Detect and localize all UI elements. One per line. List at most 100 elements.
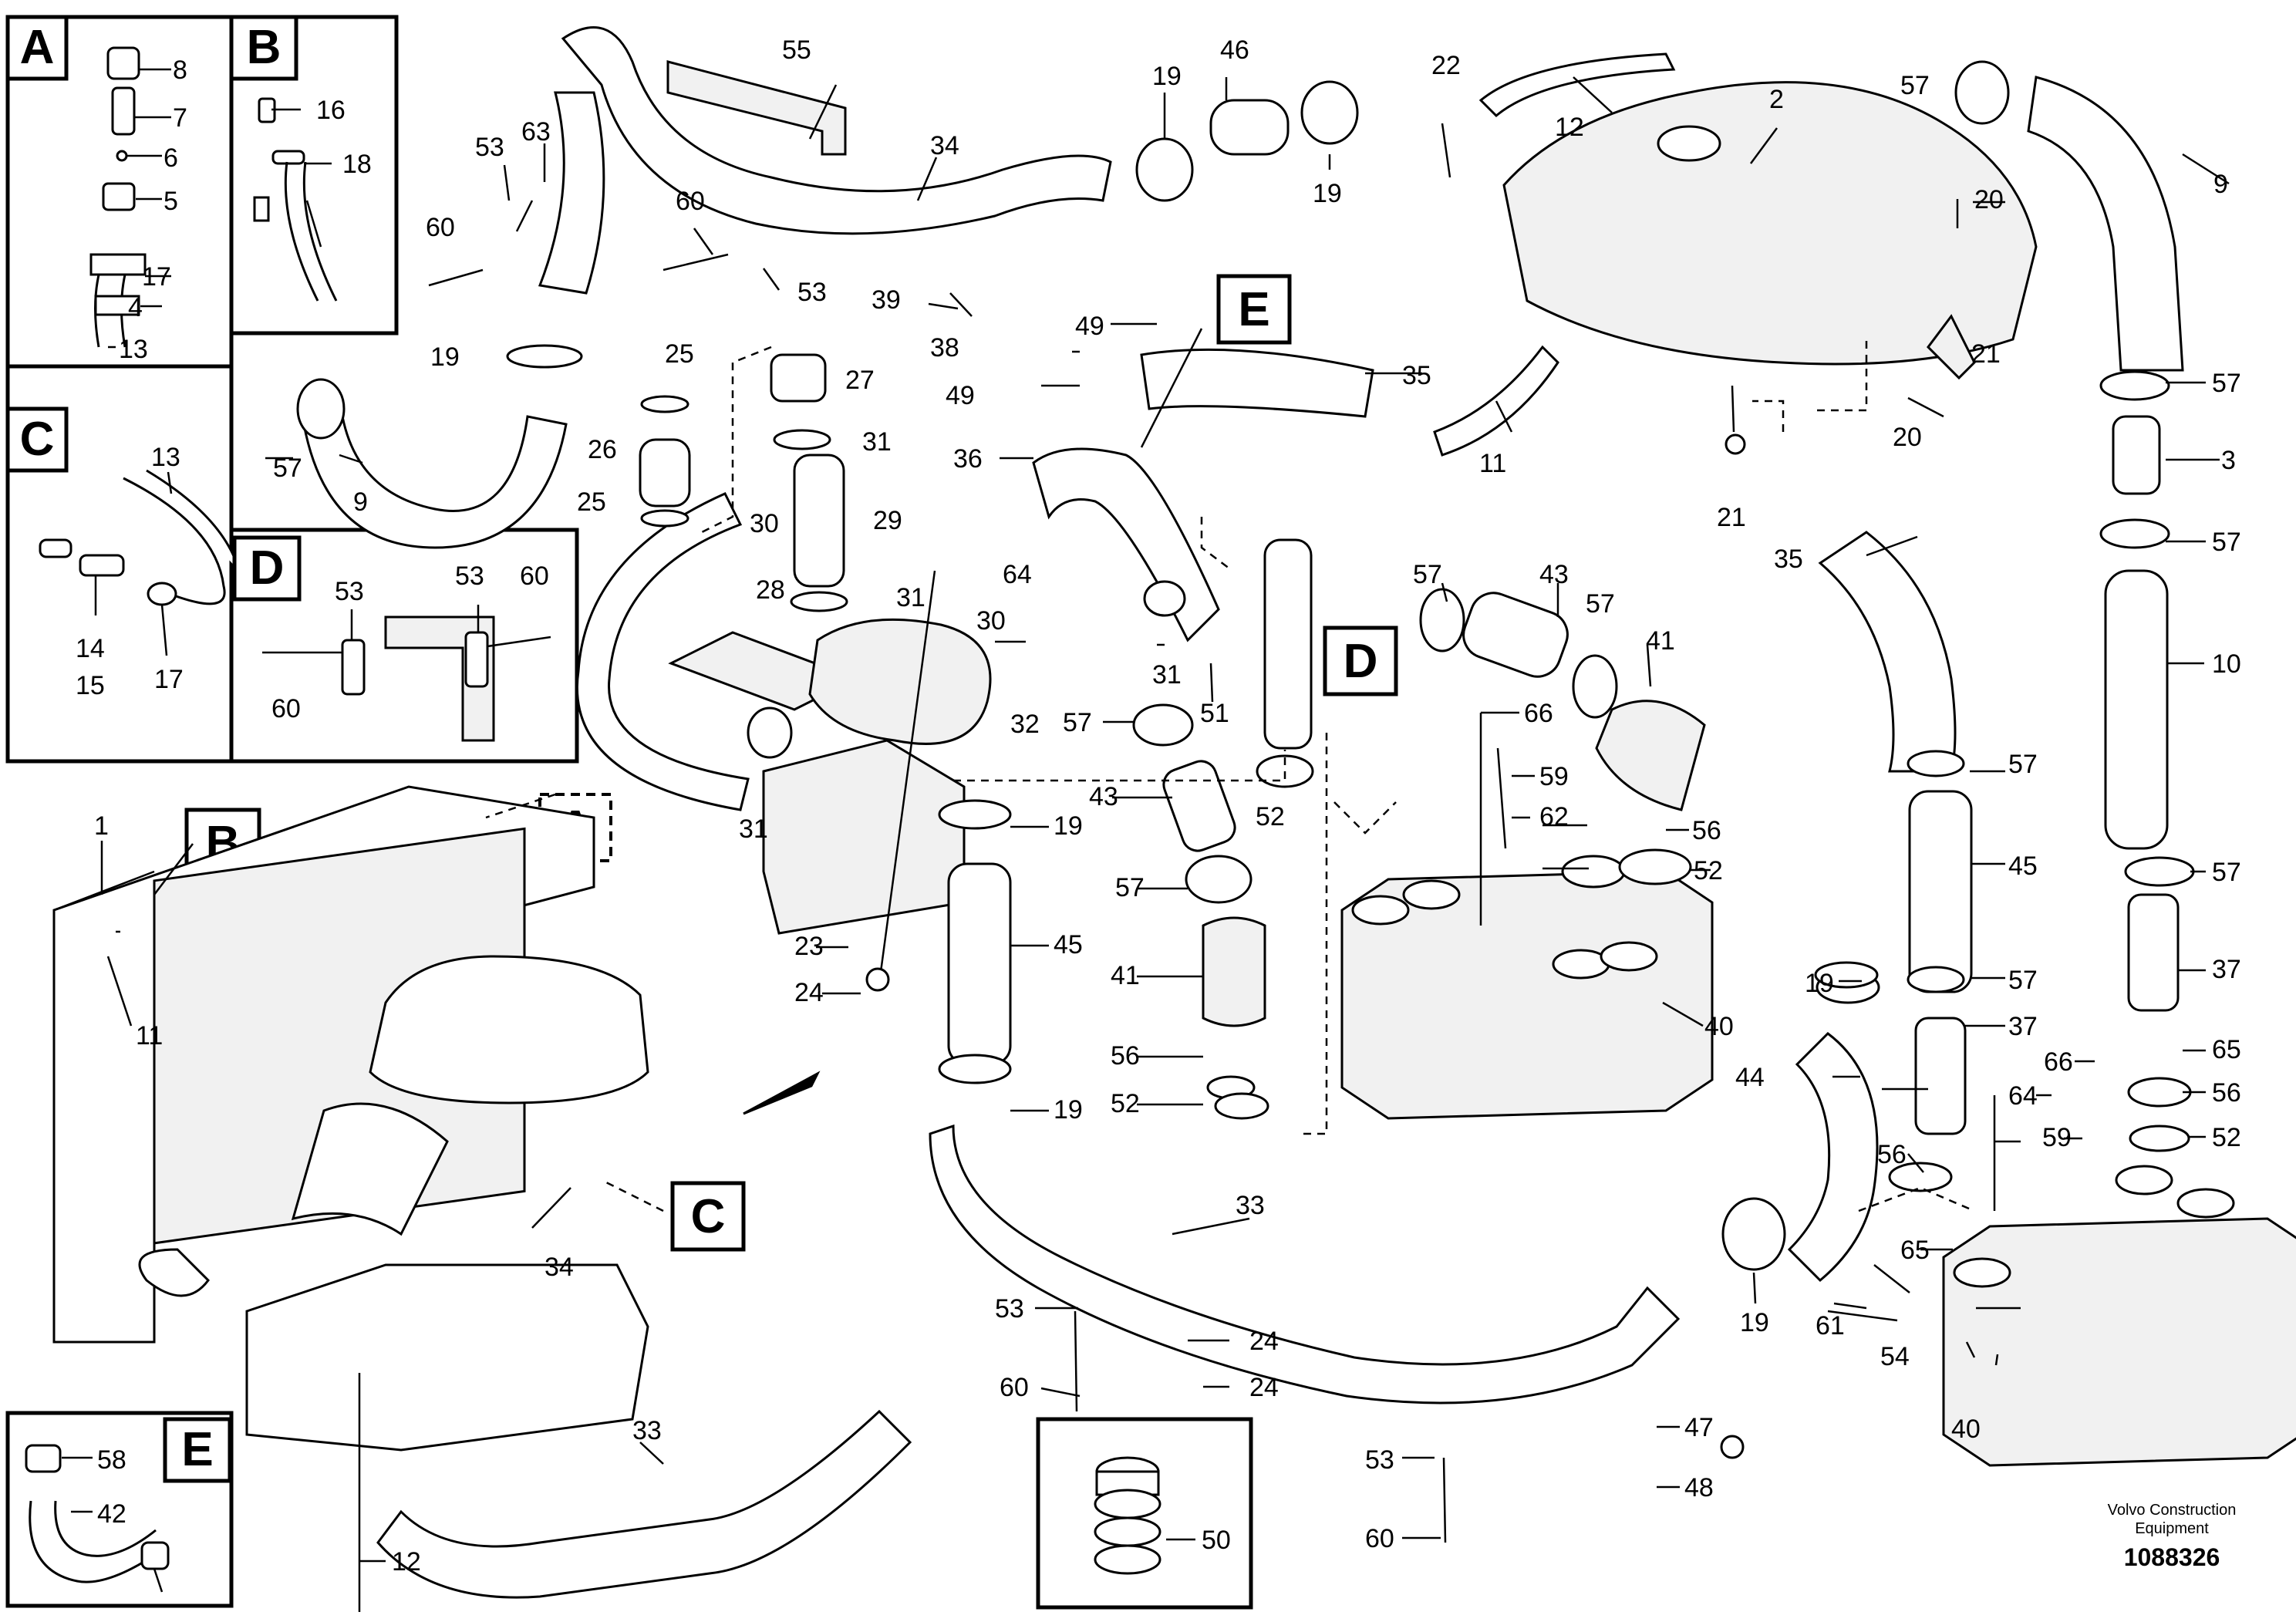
callout-56-mid: 56 (1111, 1041, 1140, 1071)
callout-7: 7 (173, 103, 187, 133)
callout-4: 4 (128, 293, 143, 322)
callout-29: 29 (873, 506, 902, 535)
callout-58: 58 (97, 1445, 126, 1475)
callout-21-r: 21 (1971, 339, 2001, 369)
callout-36: 36 (953, 444, 983, 474)
inset-a-parts (89, 46, 171, 349)
callout-19-left: 19 (430, 342, 460, 372)
drawing-number: 1088326 (2124, 1543, 2220, 1571)
callout-40-r: 40 (1951, 1415, 1981, 1444)
callout-47: 47 (1684, 1413, 1714, 1442)
callout-53-low2: 53 (1365, 1445, 1394, 1475)
callout-57-r6: 57 (2008, 966, 2038, 995)
ref-label-c: C (691, 1190, 726, 1243)
callout-17-c: 17 (154, 665, 184, 694)
callout-24-left: 24 (794, 978, 824, 1007)
callout-31-top: 31 (862, 427, 892, 457)
detail-label-e: E (181, 1423, 213, 1476)
pipework (302, 26, 2184, 1404)
callout-30-mid: 30 (976, 606, 1006, 636)
detail-letter-squares: A B C D E B A C E D (5, 15, 1398, 1483)
callout-37-r2: 37 (2008, 1012, 2038, 1041)
callout-60-d2: 60 (520, 561, 549, 591)
callout-10: 10 (2212, 649, 2241, 679)
callout-41-d: 41 (1646, 626, 1675, 656)
callout-57-r5: 57 (2212, 858, 2241, 887)
callout-45-mid: 45 (1054, 930, 1083, 959)
detail-insets (5, 15, 1253, 1610)
callout-59-d: 59 (1539, 762, 1569, 791)
callout-44: 44 (1735, 1063, 1765, 1092)
callout-48: 48 (1684, 1473, 1714, 1502)
callout-19-mid: 19 (1054, 811, 1083, 841)
callout-11-top: 11 (1479, 449, 1506, 478)
callout-65-r1: 65 (2212, 1035, 2241, 1064)
callout-18: 18 (342, 150, 372, 179)
callout-49-top: 49 (1075, 312, 1104, 341)
callout-62: 62 (1539, 802, 1569, 831)
callout-64-top: 64 (1003, 560, 1032, 589)
callout-57-d: 57 (1413, 560, 1442, 589)
callout-15: 15 (76, 671, 105, 700)
callout-24-low: 24 (1249, 1327, 1279, 1356)
callout-12-top: 12 (1555, 113, 1584, 142)
detail-label-d: D (250, 541, 285, 595)
callout-19-r: 19 (1805, 969, 1834, 998)
callout-35-top: 35 (1402, 361, 1431, 390)
callout-51: 51 (1200, 699, 1229, 728)
callout-14: 14 (76, 634, 105, 663)
callout-66-d: 66 (1524, 699, 1553, 728)
callout-59-r: 59 (2042, 1123, 2072, 1152)
callout-32: 32 (1010, 710, 1040, 739)
callout-25-bot: 25 (577, 487, 606, 517)
callout-24-low2: 24 (1249, 1373, 1279, 1402)
callout-16: 16 (316, 96, 346, 125)
callout-41-mid: 41 (1111, 961, 1140, 990)
leader-lines (100, 76, 2230, 1563)
callout-28: 28 (756, 575, 785, 605)
callout-53-low: 53 (995, 1294, 1024, 1324)
callout-20-top: 20 (1974, 185, 2004, 214)
callout-64-r: 64 (2008, 1081, 2038, 1111)
callout-45-right: 45 (2008, 851, 2038, 881)
clamp-19a (1135, 137, 1194, 202)
callout-26: 26 (588, 435, 617, 464)
callout-49-bot: 49 (946, 381, 975, 410)
callout-60-low: 60 (1000, 1373, 1029, 1402)
callout-43-d: 43 (1539, 560, 1569, 589)
ref-label-e: E (1238, 283, 1269, 336)
callout-19-top2: 19 (1313, 179, 1342, 208)
callout-57-r2: 57 (2212, 369, 2241, 398)
inset-d-parts (262, 605, 551, 742)
detail-label-c: C (20, 413, 55, 466)
inset-c-parts (39, 469, 241, 656)
callout-56-r1: 56 (2212, 1078, 2241, 1108)
callout-57-left: 57 (273, 454, 302, 483)
bolts (428, 123, 1996, 1543)
detail-b-frame (229, 15, 399, 336)
callout-13-a: 13 (119, 335, 148, 364)
callout-40-d: 40 (1704, 1012, 1734, 1041)
callout-1: 1 (94, 811, 109, 841)
detail-label-a: A (20, 21, 55, 74)
inset-b-parts (253, 97, 338, 302)
brand-line-1: Volvo Construction (2108, 1502, 2237, 1519)
callout-65-r2: 65 (1900, 1236, 1930, 1265)
callout-56-d: 56 (1692, 816, 1721, 845)
callout-35-right: 35 (1774, 545, 1803, 574)
callout-57-r3: 57 (2212, 528, 2241, 557)
callout-17-a: 17 (142, 262, 171, 292)
callout-37-r1: 37 (2212, 955, 2241, 984)
callout-53-d2: 53 (455, 561, 484, 591)
callout-9-left: 9 (353, 487, 368, 517)
callout-57-mid2: 57 (1115, 873, 1145, 902)
callout-53-top2: 53 (797, 278, 827, 307)
callout-33-right: 33 (1236, 1191, 1265, 1220)
callout-54: 54 (1880, 1342, 1910, 1371)
dashed-guides (485, 341, 1975, 1212)
callout-5: 5 (164, 187, 178, 216)
callout-8: 8 (173, 56, 187, 85)
direction-arrow (743, 1071, 821, 1115)
callout-63: 63 (521, 117, 551, 147)
